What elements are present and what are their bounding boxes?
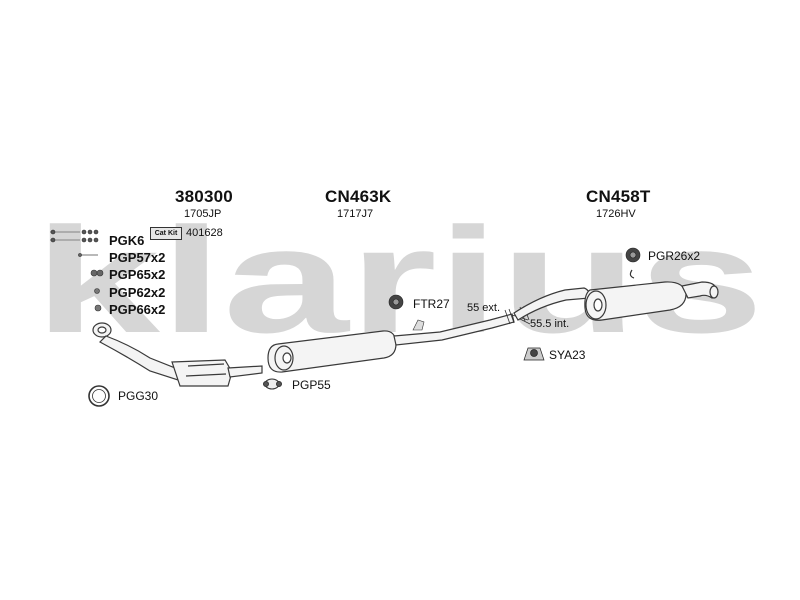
dimension-ext: 55 ext. bbox=[467, 302, 501, 314]
section-1-sub: 1705JP bbox=[184, 208, 222, 220]
pgk6-bolt-icon bbox=[50, 229, 99, 243]
ftr-label: FTR27 bbox=[413, 297, 450, 311]
fitting-kit-label: PGP62x2 bbox=[109, 285, 166, 300]
gasket-ring-icon bbox=[88, 385, 110, 407]
pgp62-washer-icon bbox=[94, 288, 100, 294]
rear-silencer bbox=[513, 281, 719, 321]
fitting-kit-label: PGP57x2 bbox=[109, 250, 166, 265]
cat-kit-number: 401628 bbox=[186, 227, 223, 239]
catalytic-converter-pipe bbox=[92, 322, 263, 387]
dimension-int: 55.5 int. bbox=[530, 318, 570, 330]
pgp65-nut-icon bbox=[90, 269, 104, 277]
section-3-sub: 1726HV bbox=[596, 208, 636, 220]
section-2-code: CN463K bbox=[325, 187, 392, 206]
sya-mount-icon bbox=[523, 347, 545, 361]
cat-kit-badge: Cat Kit bbox=[150, 227, 182, 240]
section-1-code: 380300 bbox=[175, 187, 233, 206]
sya-label: SYA23 bbox=[549, 348, 586, 362]
fitting-kit-label: PGP65x2 bbox=[109, 267, 166, 282]
pgr-rubber-hanger-icon bbox=[625, 247, 641, 279]
clamp-icon bbox=[263, 378, 282, 390]
section-2-sub: 1717J7 bbox=[337, 208, 374, 220]
clamp-label: PGP55 bbox=[292, 378, 331, 392]
fitting-kit-label: PGP66x2 bbox=[109, 302, 166, 317]
middle-silencer bbox=[267, 313, 515, 373]
section-3-code: CN458T bbox=[586, 187, 651, 206]
pgp66-nut-icon bbox=[94, 304, 102, 312]
pgp57-bolt-icon bbox=[78, 253, 98, 257]
ftr-hanger-icon bbox=[388, 294, 425, 331]
pgr-label: PGR26x2 bbox=[648, 249, 701, 263]
gasket-label: PGG30 bbox=[118, 389, 159, 403]
fitting-kit-label: PGK6 bbox=[109, 233, 145, 248]
